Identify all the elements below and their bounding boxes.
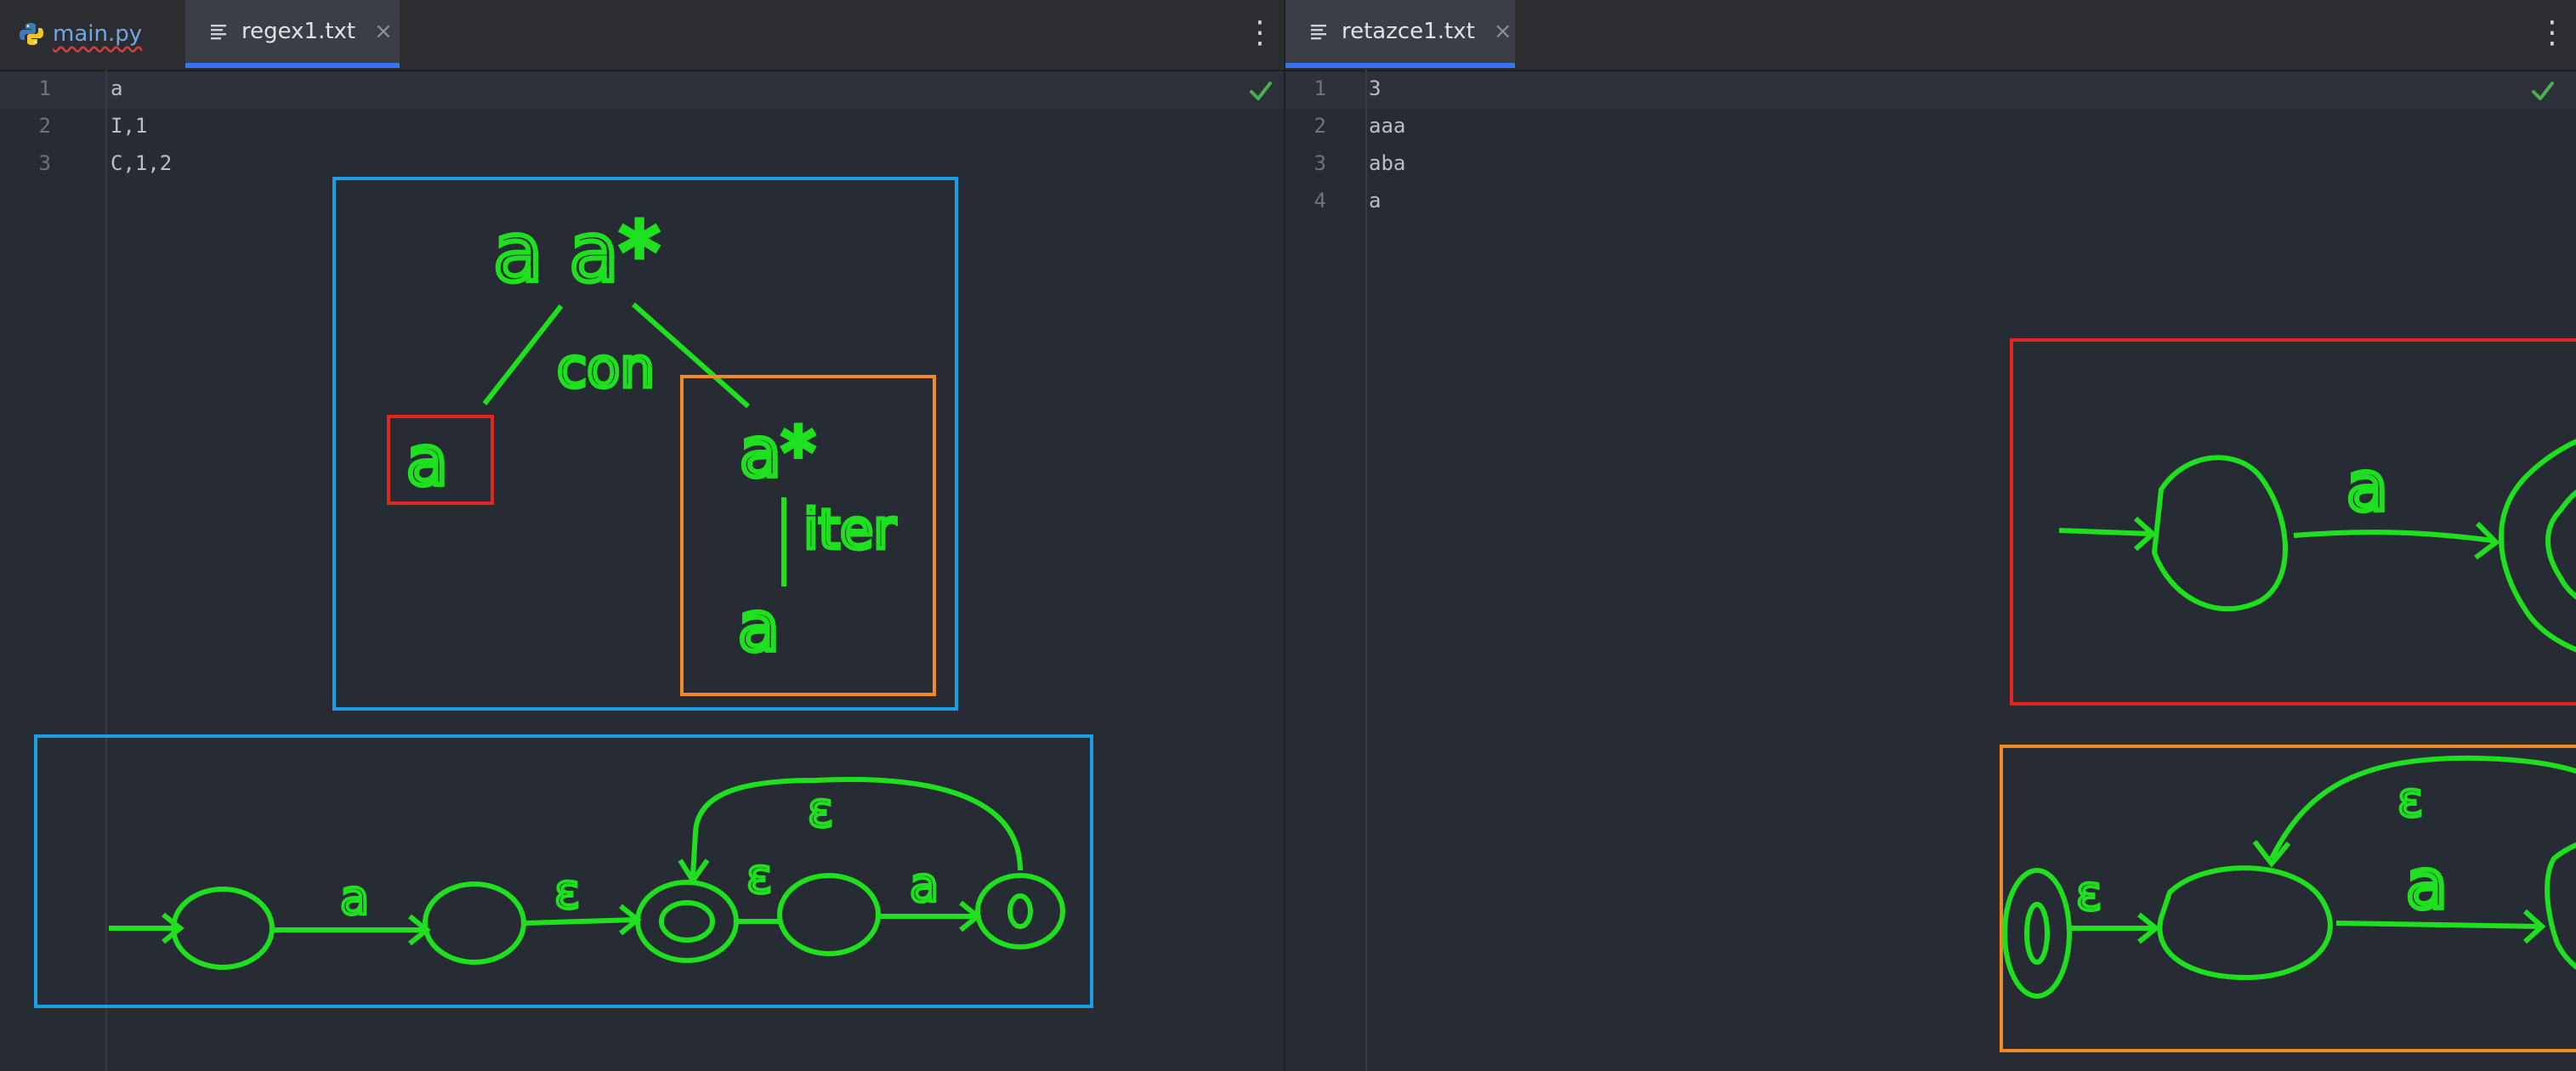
right-drawing-canvas: a ε a ε	[2000, 338, 2576, 1052]
line-number: 1	[1314, 76, 1326, 100]
tree-edge-right	[632, 302, 750, 409]
code-line[interactable]: C,1,2	[111, 151, 173, 175]
concat-nfa-diagram	[109, 776, 1065, 970]
single-nfa-label-a: a	[2346, 447, 2388, 526]
gutter-divider	[105, 70, 107, 1071]
tab-main-py[interactable]: main.py	[0, 0, 185, 68]
code-line[interactable]: 3	[1369, 76, 1382, 100]
iter-label: iter	[803, 499, 896, 562]
left-editor-pane: main.py regex1.txt × ⋮ 1 2 3 a I,1 C,1,2…	[0, 0, 1284, 1071]
concat-label: con	[557, 337, 655, 400]
single-nfa-box	[2010, 338, 2576, 706]
tree-root-label: a a*	[493, 205, 660, 300]
close-icon[interactable]: ×	[1493, 19, 1512, 44]
close-icon[interactable]: ×	[374, 19, 393, 44]
star-subtree-box	[680, 375, 936, 696]
line-number: 3	[1314, 151, 1326, 175]
check-icon	[1250, 82, 1272, 100]
leaf-box	[387, 415, 494, 505]
tree-edge-left	[482, 304, 564, 405]
tree-right-node: a*	[740, 413, 815, 492]
check-icon	[2532, 82, 2554, 100]
concat-nfa-label-a2: a	[910, 858, 939, 913]
concat-nfa-label-eps3: ε	[808, 783, 833, 838]
tree-iter-child: a	[738, 587, 780, 666]
line-number: 1	[38, 76, 51, 100]
tab-regex1-txt[interactable]: regex1.txt ×	[185, 0, 400, 68]
left-drawing-canvas: a a* con a a* iter a a ε ε a ε	[34, 177, 1093, 1008]
current-line-highlight	[1285, 71, 2576, 109]
concat-nfa-label-a1: a	[340, 870, 369, 926]
tab-retazce1-txt[interactable]: retazce1.txt ×	[1285, 0, 1515, 68]
star-nfa-diagram	[2002, 755, 2576, 999]
text-file-icon	[211, 25, 226, 40]
right-tab-bar: retazce1.txt × ⋮	[1285, 0, 2576, 71]
code-line[interactable]: aba	[1369, 151, 1406, 175]
tab-retazce1-label: retazce1.txt	[1342, 19, 1475, 44]
text-file-icon	[1311, 25, 1326, 40]
single-nfa-diagram	[2058, 439, 2576, 653]
code-line[interactable]: I,1	[111, 114, 148, 138]
line-number: 3	[38, 151, 51, 175]
python-icon	[20, 23, 43, 45]
current-line-highlight	[0, 71, 1284, 109]
tab-main-py-label: main.py	[53, 21, 143, 47]
syntax-tree-box	[332, 177, 958, 711]
star-nfa-box	[2000, 745, 2576, 1052]
code-line[interactable]: aaa	[1369, 114, 1406, 138]
tab-regex1-label: regex1.txt	[241, 19, 356, 44]
line-number: 2	[38, 114, 51, 138]
code-line[interactable]: a	[1369, 189, 1382, 212]
right-editor-pane: retazce1.txt × ⋮ 1 2 3 4 3 aaa aba a a	[1285, 0, 2576, 1071]
code-line[interactable]: a	[111, 76, 123, 100]
line-number: 2	[1314, 114, 1326, 138]
star-nfa-label-a: a	[2406, 845, 2448, 924]
line-number: 4	[1314, 189, 1326, 212]
star-nfa-label-eps1: ε	[2076, 866, 2102, 921]
concat-nfa-box	[34, 734, 1093, 1008]
concat-nfa-label-eps2: ε	[746, 849, 772, 904]
star-nfa-label-eps2: ε	[2397, 773, 2423, 828]
left-tab-bar: main.py regex1.txt × ⋮	[0, 0, 1284, 71]
gutter-divider	[1365, 70, 1367, 1071]
concat-nfa-label-eps1: ε	[554, 864, 580, 920]
tree-left-leaf: a	[406, 422, 448, 501]
